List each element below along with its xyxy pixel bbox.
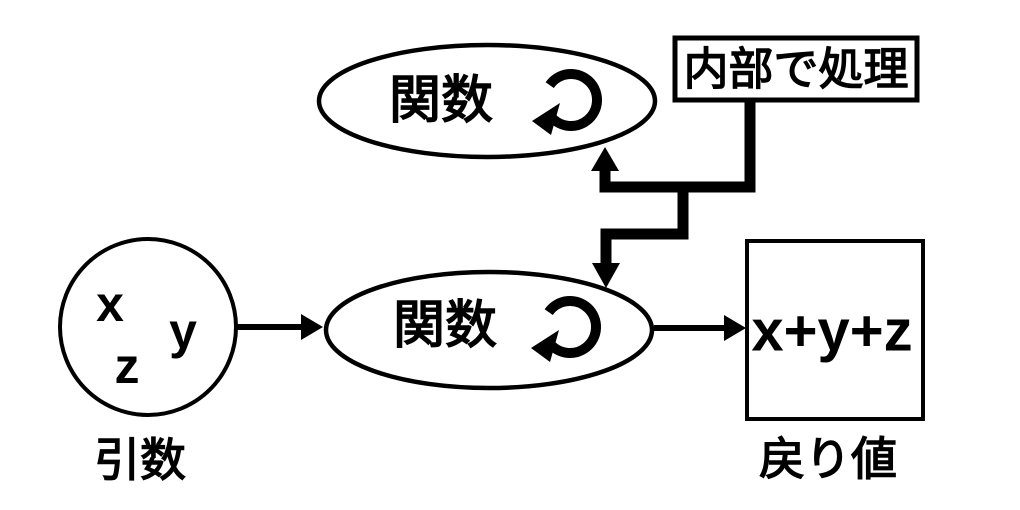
arrow-right-icon — [301, 314, 323, 340]
result-expression: x+y+z — [751, 299, 912, 364]
result-box — [745, 239, 925, 421]
arrow-right-icon — [724, 315, 746, 341]
return-value-caption: 戻り値 — [759, 433, 897, 485]
internal-note-connector-down — [600, 182, 689, 265]
arrow-down-icon — [592, 263, 620, 288]
argument-x: x — [96, 276, 124, 332]
arrow-up-icon — [591, 147, 619, 171]
internal-note-box — [672, 35, 920, 103]
top-function-label: 関数 — [389, 72, 493, 130]
arguments-caption: 引数 — [94, 434, 186, 486]
internal-note-label: 内部で処理 — [683, 44, 908, 95]
main-function-label: 関数 — [393, 297, 497, 355]
argument-y: y — [169, 303, 197, 359]
argument-z: z — [115, 338, 140, 394]
arguments-circle — [58, 237, 238, 417]
